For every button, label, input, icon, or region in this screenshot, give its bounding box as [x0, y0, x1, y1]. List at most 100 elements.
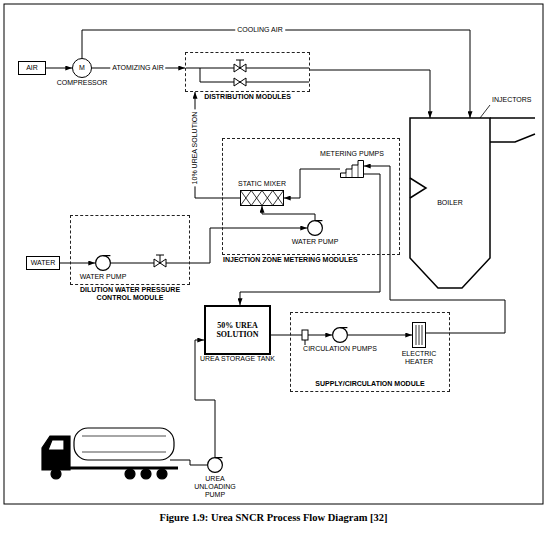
node-label: DILUTION WATER PRESSURE CONTROL MODULE [70, 286, 190, 302]
static-mixer-outline [241, 191, 284, 206]
flow-label: COOLING AIR [235, 26, 285, 34]
pump-symbol-outline [307, 220, 323, 236]
pump-symbol: WATER PUMP [95, 255, 111, 271]
flow-label: ATOMIZING AIR [110, 64, 165, 72]
node-label: AIR [26, 64, 38, 72]
truck-tank [74, 428, 174, 460]
inlet-tag: WATER [26, 256, 60, 270]
pump-symbol-outline [215, 457, 222, 458]
flow-line [82, 30, 470, 118]
node-label: SUPPLY/CIRCULATION MODULE [315, 380, 424, 388]
storage-tank: 50% UREA SOLUTIONUREA STORAGE TANK [204, 305, 271, 355]
metering-pump-outline [341, 161, 364, 178]
duct-bottom [490, 134, 535, 142]
pump-symbol-outline [315, 220, 322, 221]
electric-heater-outline [412, 322, 426, 348]
boiler-duct [490, 118, 535, 142]
flow-line [60, 263, 95, 264]
boiler-shape-outline [410, 118, 490, 288]
truck-wheel [157, 469, 167, 479]
pump-symbol-outline [208, 458, 223, 473]
pump-symbol: WATER PUMP [307, 220, 323, 236]
strainer-drain [305, 340, 306, 345]
truck-cab [42, 436, 70, 470]
pump-symbol-outline [333, 328, 348, 343]
static-mixer-outline [240, 190, 284, 206]
module-box: INJECTION ZONE METERING MODULESSTATIC MI… [222, 138, 400, 255]
node-label: METERING PUMPS [320, 150, 384, 158]
tanker-truck [42, 428, 178, 479]
metering-pump: METERING PUMPS [340, 160, 364, 178]
node-label: WATER [31, 259, 56, 267]
boiler-shape: BOILER [410, 118, 490, 288]
tank-bands [82, 436, 166, 452]
node-label: BOILER [437, 199, 463, 207]
boiler-shape-outline [410, 118, 490, 288]
flow-line [310, 70, 430, 118]
flow-line [284, 169, 340, 198]
duct-top [490, 117, 535, 119]
leader-line [480, 105, 490, 118]
distribution-piping [186, 68, 309, 82]
node-label: INJECTION ZONE METERING MODULES [223, 256, 358, 264]
pump-symbol: UREA UNLOADING PUMP [207, 457, 223, 473]
flow-line [348, 335, 412, 336]
truck-wheel [51, 469, 61, 479]
node-label: 50% UREA SOLUTION [206, 321, 269, 339]
boiler-shape-outline [410, 178, 426, 198]
electric-heater-outline [413, 323, 426, 348]
static-mixer-outline [241, 191, 284, 206]
strainer [302, 330, 308, 345]
flow-line [195, 92, 240, 198]
valve-stem [236, 60, 244, 68]
node-label: WATER PUMP [292, 238, 339, 246]
flow-line [262, 206, 315, 220]
metering-pump-outline [346, 165, 358, 178]
truck-chassis [42, 467, 178, 470]
atomizing-pipe [186, 68, 309, 69]
node-label: ELECTRIC HEATER [395, 350, 443, 366]
metering-pump-outline [340, 160, 364, 178]
module-box: DISTRIBUTION MODULES [185, 52, 310, 92]
inlet-tag: AIR [18, 61, 46, 75]
static-mixer-outline [241, 191, 284, 206]
static-mixer: STATIC MIXER [240, 190, 284, 206]
pump-symbol-outline [96, 256, 111, 271]
urea-pipe [200, 68, 309, 82]
electric-heater: ELECTRIC HEATER [412, 322, 426, 348]
node-label: UREA UNLOADING PUMP [190, 475, 240, 499]
electric-heater-outline [413, 323, 426, 348]
pump-symbol-outline [95, 255, 111, 271]
node-label: UREA STORAGE TANK [200, 355, 275, 363]
pump-symbol-outline [208, 458, 223, 473]
figure-frame [4, 4, 543, 504]
valve-symbol [234, 78, 246, 86]
truck-window [48, 440, 64, 450]
electric-heater-outline [416, 325, 422, 345]
valve-stem [156, 255, 164, 263]
truck-wheel [125, 469, 135, 479]
node-label: M [79, 64, 85, 72]
pump-symbol-outline [207, 457, 223, 473]
figure-caption: Figure 1.9: Urea SNCR Process Flow Diagr… [0, 512, 547, 523]
pump-symbol-outline [340, 327, 347, 328]
pump-symbol-outline [103, 255, 110, 256]
compressor-motor: MCOMPRESSOR [72, 58, 92, 78]
pump-symbol-outline [308, 221, 323, 236]
unloading-hose [170, 460, 207, 465]
node-label: COMPRESSOR [57, 79, 108, 87]
pump-symbol-outline [308, 221, 323, 236]
pump-symbol-outline [96, 256, 111, 271]
flow-line [240, 174, 380, 305]
pump-symbol-outline [332, 327, 348, 343]
strainer-body [302, 330, 308, 340]
flow-line [46, 68, 72, 69]
node-label: WATER PUMP [80, 273, 127, 281]
flow-label: 10% UREA SOLUTION [191, 110, 199, 187]
callout-label: INJECTORS [490, 96, 534, 104]
truck-wheel [141, 469, 151, 479]
node-label: STATIC MIXER [238, 180, 286, 188]
